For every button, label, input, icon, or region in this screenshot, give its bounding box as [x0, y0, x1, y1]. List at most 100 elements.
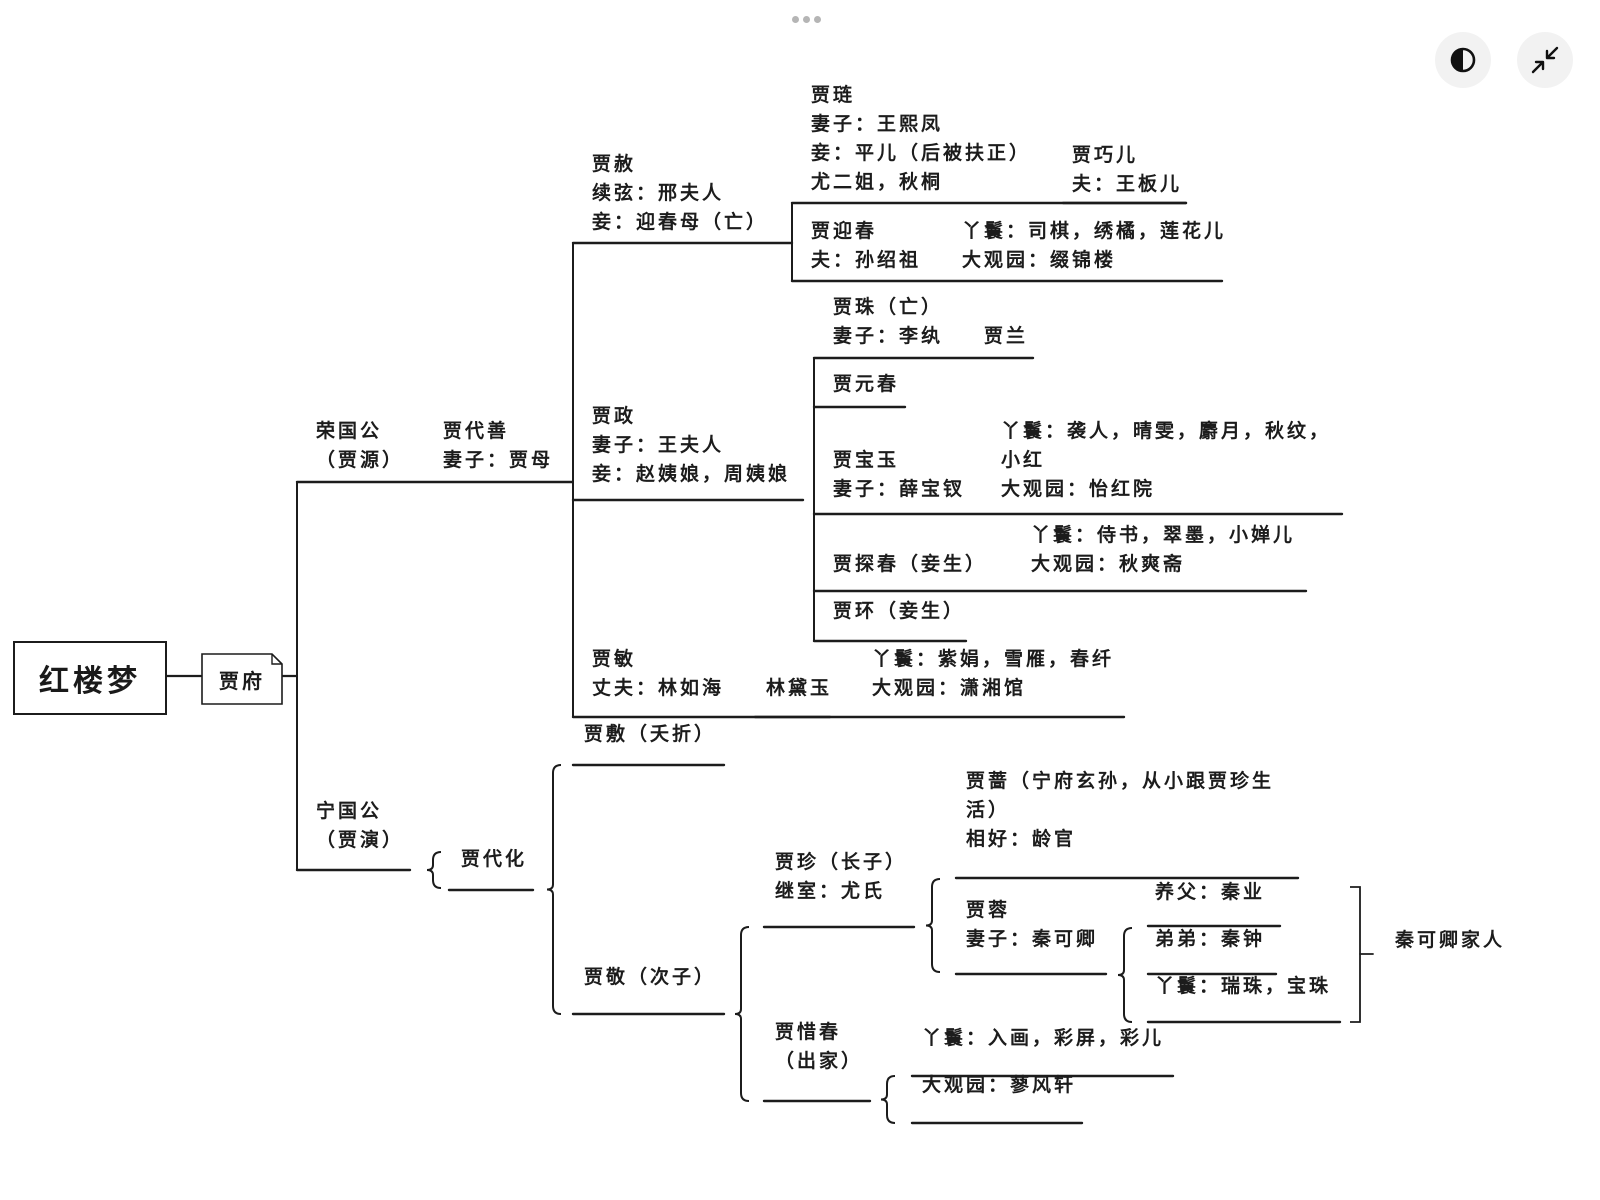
document-shape-icon	[201, 653, 283, 705]
jiashe-line: 贾赦	[592, 153, 637, 175]
node-xichun-maids[interactable]: 丫鬟：入画，彩屏，彩儿	[922, 1024, 1164, 1053]
node-jiamin[interactable]: 贾敏 丈夫：林如海	[592, 645, 724, 703]
xichun-line: 贾惜春	[775, 1021, 842, 1043]
node-jiazhu[interactable]: 贾珠（亡） 妻子：李纨	[833, 293, 943, 351]
node-jiadaishan[interactable]: 贾代善 妻子：贾母	[443, 417, 553, 475]
jiazhen-line: 贾珍（长子）	[775, 851, 908, 873]
jiashe-line: 续弦：邢夫人	[592, 182, 725, 204]
jiazhen-line: 继室：尤氏	[775, 880, 886, 902]
jiamin-line: 丈夫：林如海	[592, 677, 725, 699]
tanchun-line: 贾探春（妾生）	[833, 553, 988, 575]
baoyu-info-line: 大观园：怡红院	[1001, 478, 1156, 500]
yingchun-line: 夫：孙绍祖	[811, 249, 922, 271]
node-qin-brother[interactable]: 弟弟：秦钟	[1155, 925, 1265, 954]
jialian-line: 妻子：王熙凤	[811, 113, 944, 135]
ningguo-line: 宁国公	[316, 800, 383, 822]
rongguo-line: （贾源）	[316, 449, 405, 471]
jiadaihua-line: 贾代化	[461, 848, 528, 870]
yuanchun-line: 贾元春	[833, 373, 900, 395]
node-jiafu2[interactable]: 贾敷（夭折）	[584, 720, 716, 749]
node-tanchun[interactable]: 贾探春（妾生）	[833, 550, 987, 579]
theme-toggle-button[interactable]	[1435, 32, 1491, 88]
rongguo-line: 荣国公	[316, 420, 383, 442]
jiazheng-line: 贾政	[592, 405, 637, 427]
jiazheng-line: 妻子：王夫人	[592, 434, 725, 456]
node-qin-maids[interactable]: 丫鬟：瑞珠，宝珠	[1155, 972, 1331, 1001]
qiaojie-line: 贾巧儿	[1072, 144, 1139, 166]
baoyu-info-line: 小红	[1001, 449, 1046, 471]
node-baoyu-info[interactable]: 丫鬟：袭人，晴雯，麝月，秋纹， 小红 大观园：怡红院	[1001, 417, 1331, 504]
jiashe-line: 妾：迎春母（亡）	[592, 211, 769, 233]
yingchun-line: 贾迎春	[811, 220, 878, 242]
node-jiashe[interactable]: 贾赦 续弦：邢夫人 妾：迎春母（亡）	[592, 150, 768, 237]
brace-connector	[925, 878, 941, 973]
baoyu-line: 贾宝玉	[833, 449, 900, 471]
jiarong-line: 妻子：秦可卿	[966, 928, 1099, 950]
baoyu-info-line: 丫鬟：袭人，晴雯，麝月，秋纹，	[1001, 420, 1332, 442]
collapse-button[interactable]	[1517, 32, 1573, 88]
daiyu-info-line: 丫鬟：紫娟，雪雁，春纤	[872, 648, 1115, 670]
node-yingchun[interactable]: 贾迎春 夫：孙绍祖	[811, 217, 921, 275]
node-yuanchun[interactable]: 贾元春	[833, 370, 899, 399]
node-qiaojie[interactable]: 贾巧儿 夫：王板儿	[1072, 141, 1182, 199]
jiamin-line: 贾敏	[592, 648, 637, 670]
node-jiarong[interactable]: 贾蓉 妻子：秦可卿	[966, 896, 1098, 954]
qin-brother-line: 弟弟：秦钟	[1155, 928, 1266, 950]
node-xichun[interactable]: 贾惜春 （出家）	[775, 1018, 863, 1076]
tanchun-info-line: 大观园：秋爽斋	[1031, 553, 1186, 575]
qin-family-line: 秦可卿家人	[1395, 929, 1506, 951]
node-xichun-garden[interactable]: 大观园：蓼风轩	[922, 1071, 1076, 1100]
node-tanchun-info[interactable]: 丫鬟：侍书，翠墨，小婵儿 大观园：秋爽斋	[1031, 521, 1295, 579]
jialian-line: 妾：平儿（后被扶正）	[811, 142, 1032, 164]
node-jiajing[interactable]: 贾敬（次子）	[584, 963, 716, 992]
node-yingchun-info[interactable]: 丫鬟：司棋，绣橘，莲花儿 大观园：缀锦楼	[962, 217, 1226, 275]
jiadaishan-line: 妻子：贾母	[443, 449, 554, 471]
jiadaishan-line: 贾代善	[443, 420, 510, 442]
drag-handle[interactable]	[788, 14, 824, 24]
brace-connector	[734, 926, 750, 1102]
node-jiazhen[interactable]: 贾珍（长子） 继室：尤氏	[775, 848, 907, 906]
node-daiyu-info[interactable]: 丫鬟：紫娟，雪雁，春纤 大观园：潇湘馆	[872, 645, 1114, 703]
tanchun-info-line: 丫鬟：侍书，翠墨，小婵儿	[1031, 524, 1296, 546]
node-baoyu[interactable]: 贾宝玉 妻子：薛宝钗	[833, 446, 965, 504]
xichun-line: （出家）	[775, 1050, 864, 1072]
daiyu-info-line: 大观园：潇湘馆	[872, 677, 1027, 699]
brace-connector	[1117, 927, 1133, 1023]
node-rongguo[interactable]: 荣国公 （贾源）	[316, 417, 404, 475]
jialian-line: 贾琏	[811, 84, 856, 106]
baoyu-line: 妻子：薛宝钗	[833, 478, 966, 500]
jiahuan-line: 贾环（妾生）	[833, 600, 966, 622]
xichun-garden-line: 大观园：蓼风轩	[922, 1074, 1077, 1096]
node-jiadaihua[interactable]: 贾代化	[461, 845, 527, 874]
jiafu-label: 贾府	[219, 668, 265, 693]
ningguo-line: （贾演）	[316, 829, 405, 851]
brace-connector	[426, 851, 442, 889]
jiafu-node[interactable]: 贾府	[201, 653, 283, 705]
jiarong-line: 贾蓉	[966, 899, 1011, 921]
node-qin-father[interactable]: 养父：秦业	[1155, 878, 1265, 907]
node-ningguo[interactable]: 宁国公 （贾演）	[316, 797, 404, 855]
jiaqiang-line: 贾蔷（宁府玄孙，从小跟贾珍生	[966, 770, 1275, 792]
node-jiahuan[interactable]: 贾环（妾生）	[833, 597, 965, 626]
node-jialian[interactable]: 贾琏 妻子：王熙凤 妾：平儿（后被扶正） 尤二姐，秋桐	[811, 81, 1031, 197]
jiaqiang-line: 相好：龄官	[966, 828, 1077, 850]
jiaqiang-line: 活）	[966, 799, 1011, 821]
qiaojie-line: 夫：王板儿	[1072, 173, 1183, 195]
node-daiyu[interactable]: 林黛玉	[766, 674, 832, 703]
jiajing-line: 贾敬（次子）	[584, 966, 717, 988]
node-jialan[interactable]: 贾兰	[984, 322, 1028, 351]
qin-maids-line: 丫鬟：瑞珠，宝珠	[1155, 975, 1332, 997]
node-qin-family[interactable]: 秦可卿家人	[1395, 926, 1505, 955]
brace-connector	[546, 764, 562, 1015]
node-jiaqiang[interactable]: 贾蔷（宁府玄孙，从小跟贾珍生 活） 相好：龄官	[966, 767, 1274, 854]
xichun-maids-line: 丫鬟：入画，彩屏，彩儿	[922, 1027, 1165, 1049]
root-node[interactable]: 红楼梦	[13, 641, 167, 715]
jiazhu-line: 妻子：李纨	[833, 325, 944, 347]
jiazheng-line: 妾：赵姨娘，周姨娘	[592, 463, 791, 485]
jialan-line: 贾兰	[984, 325, 1029, 347]
yingchun-info-line: 丫鬟：司棋，绣橘，莲花儿	[962, 220, 1227, 242]
half-circle-contrast-icon	[1450, 47, 1476, 73]
bracket-connector	[1350, 886, 1361, 1023]
jiafu2-line: 贾敷（夭折）	[584, 723, 717, 745]
node-jiazheng[interactable]: 贾政 妻子：王夫人 妾：赵姨娘，周姨娘	[592, 402, 790, 489]
